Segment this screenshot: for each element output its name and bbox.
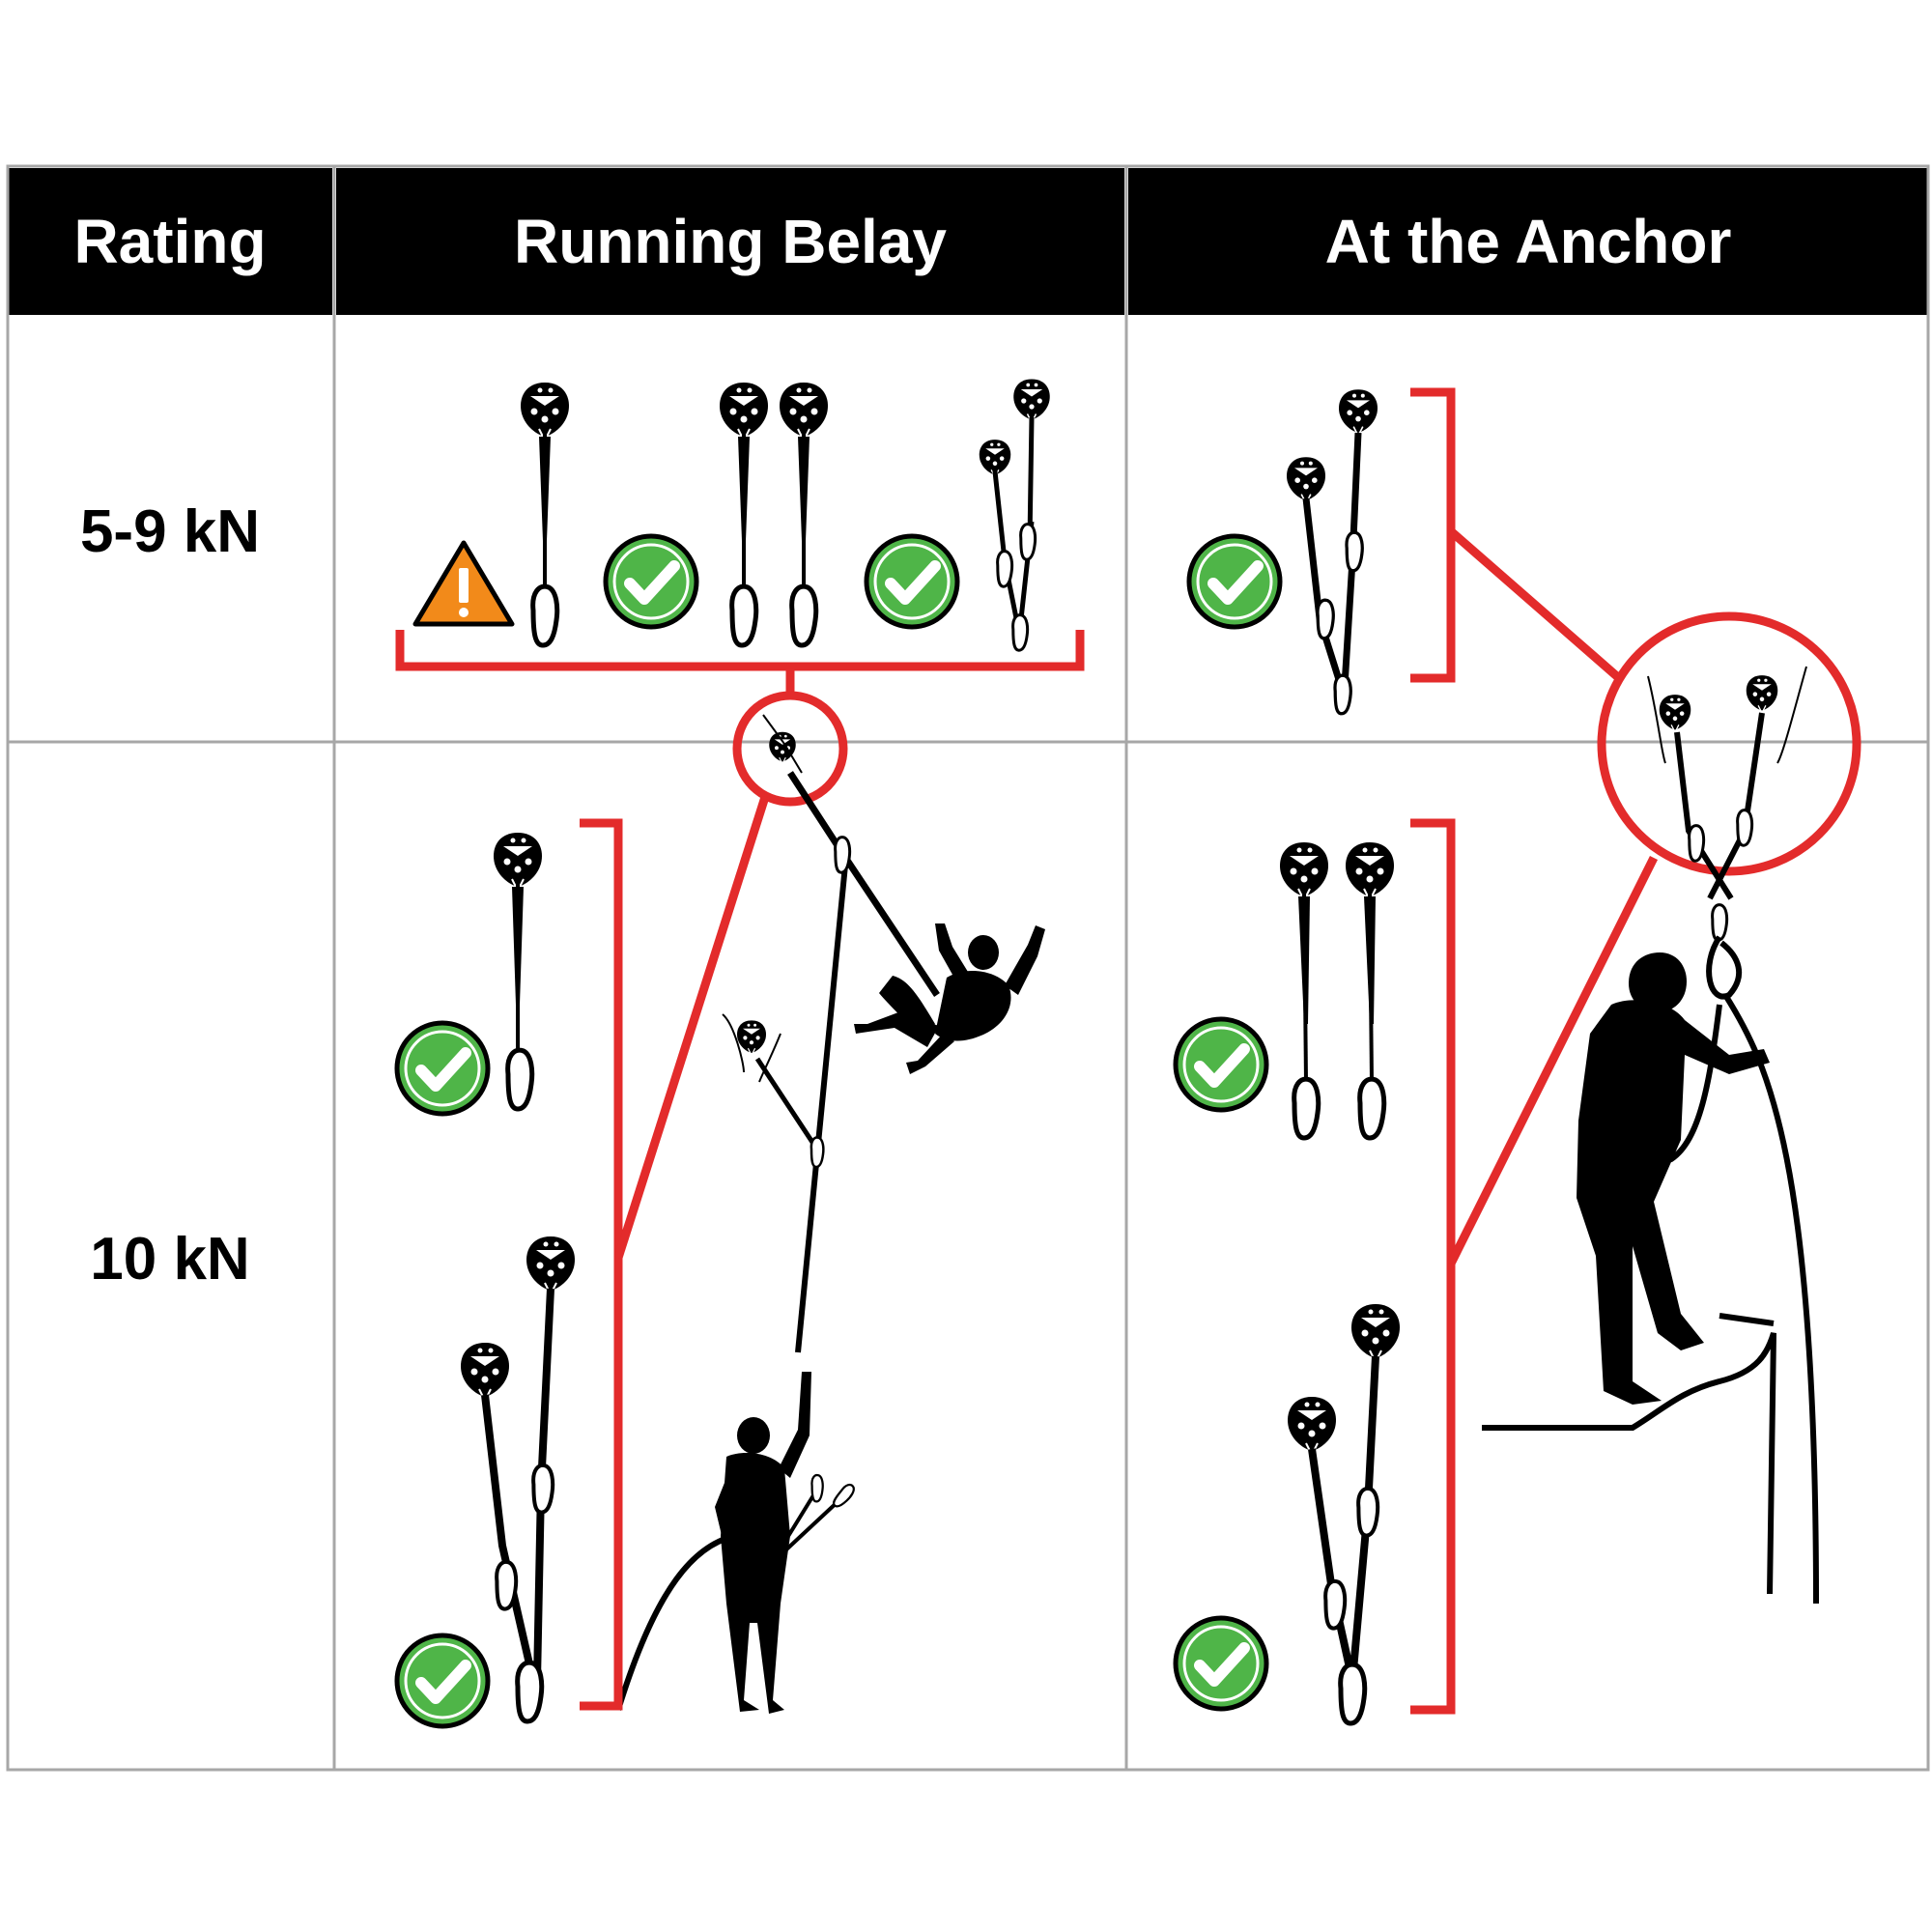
rope-running-belay [615, 771, 940, 1711]
check-icon [397, 1023, 488, 1114]
check-icon [1189, 536, 1280, 627]
anchor-climber-silhouette [1577, 952, 1770, 1405]
zoom-circle-running-belay [732, 691, 848, 807]
cam-pair-quickdraws [1279, 841, 1395, 1138]
zoom-circle-anchor [1597, 611, 1861, 942]
belayer-silhouette [715, 1372, 811, 1714]
header-at-anchor-label: At the Anchor [1324, 207, 1732, 276]
header-running-belay: Running Belay [336, 168, 1124, 315]
anchor-slings-equalized [1286, 388, 1378, 716]
cam-mid-rope [722, 1013, 825, 1169]
rating-10-kn: 10 kN [90, 1226, 250, 1293]
bracket-10-kn-anchor [1410, 818, 1659, 1715]
header-at-anchor: At the Anchor [1128, 168, 1928, 315]
check-icon [1176, 1019, 1266, 1110]
header-running-belay-label: Running Belay [513, 207, 948, 276]
ledge [1482, 1313, 1776, 1595]
anchor-slings-equalized [1287, 1303, 1401, 1723]
header-rating-label: Rating [73, 207, 267, 276]
rating-5-9-kn: 5-9 kN [79, 498, 261, 565]
bracket-5-9-anchor [1410, 387, 1622, 683]
cam-pair-quickdraws [719, 382, 829, 645]
header-rating: Rating [8, 168, 332, 315]
falling-climber-silhouette [854, 923, 1045, 1074]
cam-slings-equalized [979, 378, 1051, 652]
table-grid [6, 164, 1930, 1772]
check-icon [397, 1635, 488, 1726]
cam-single-quickdraw [520, 382, 570, 645]
gear-rack [781, 1473, 858, 1553]
check-icon [867, 536, 957, 627]
warning-icon [415, 543, 512, 624]
cam-single-quickdraw [493, 832, 543, 1109]
cam-slings-equalized [460, 1236, 576, 1721]
check-icon [1176, 1618, 1266, 1709]
check-icon [606, 536, 696, 627]
bracket-10-kn-running-belay [580, 795, 770, 1711]
